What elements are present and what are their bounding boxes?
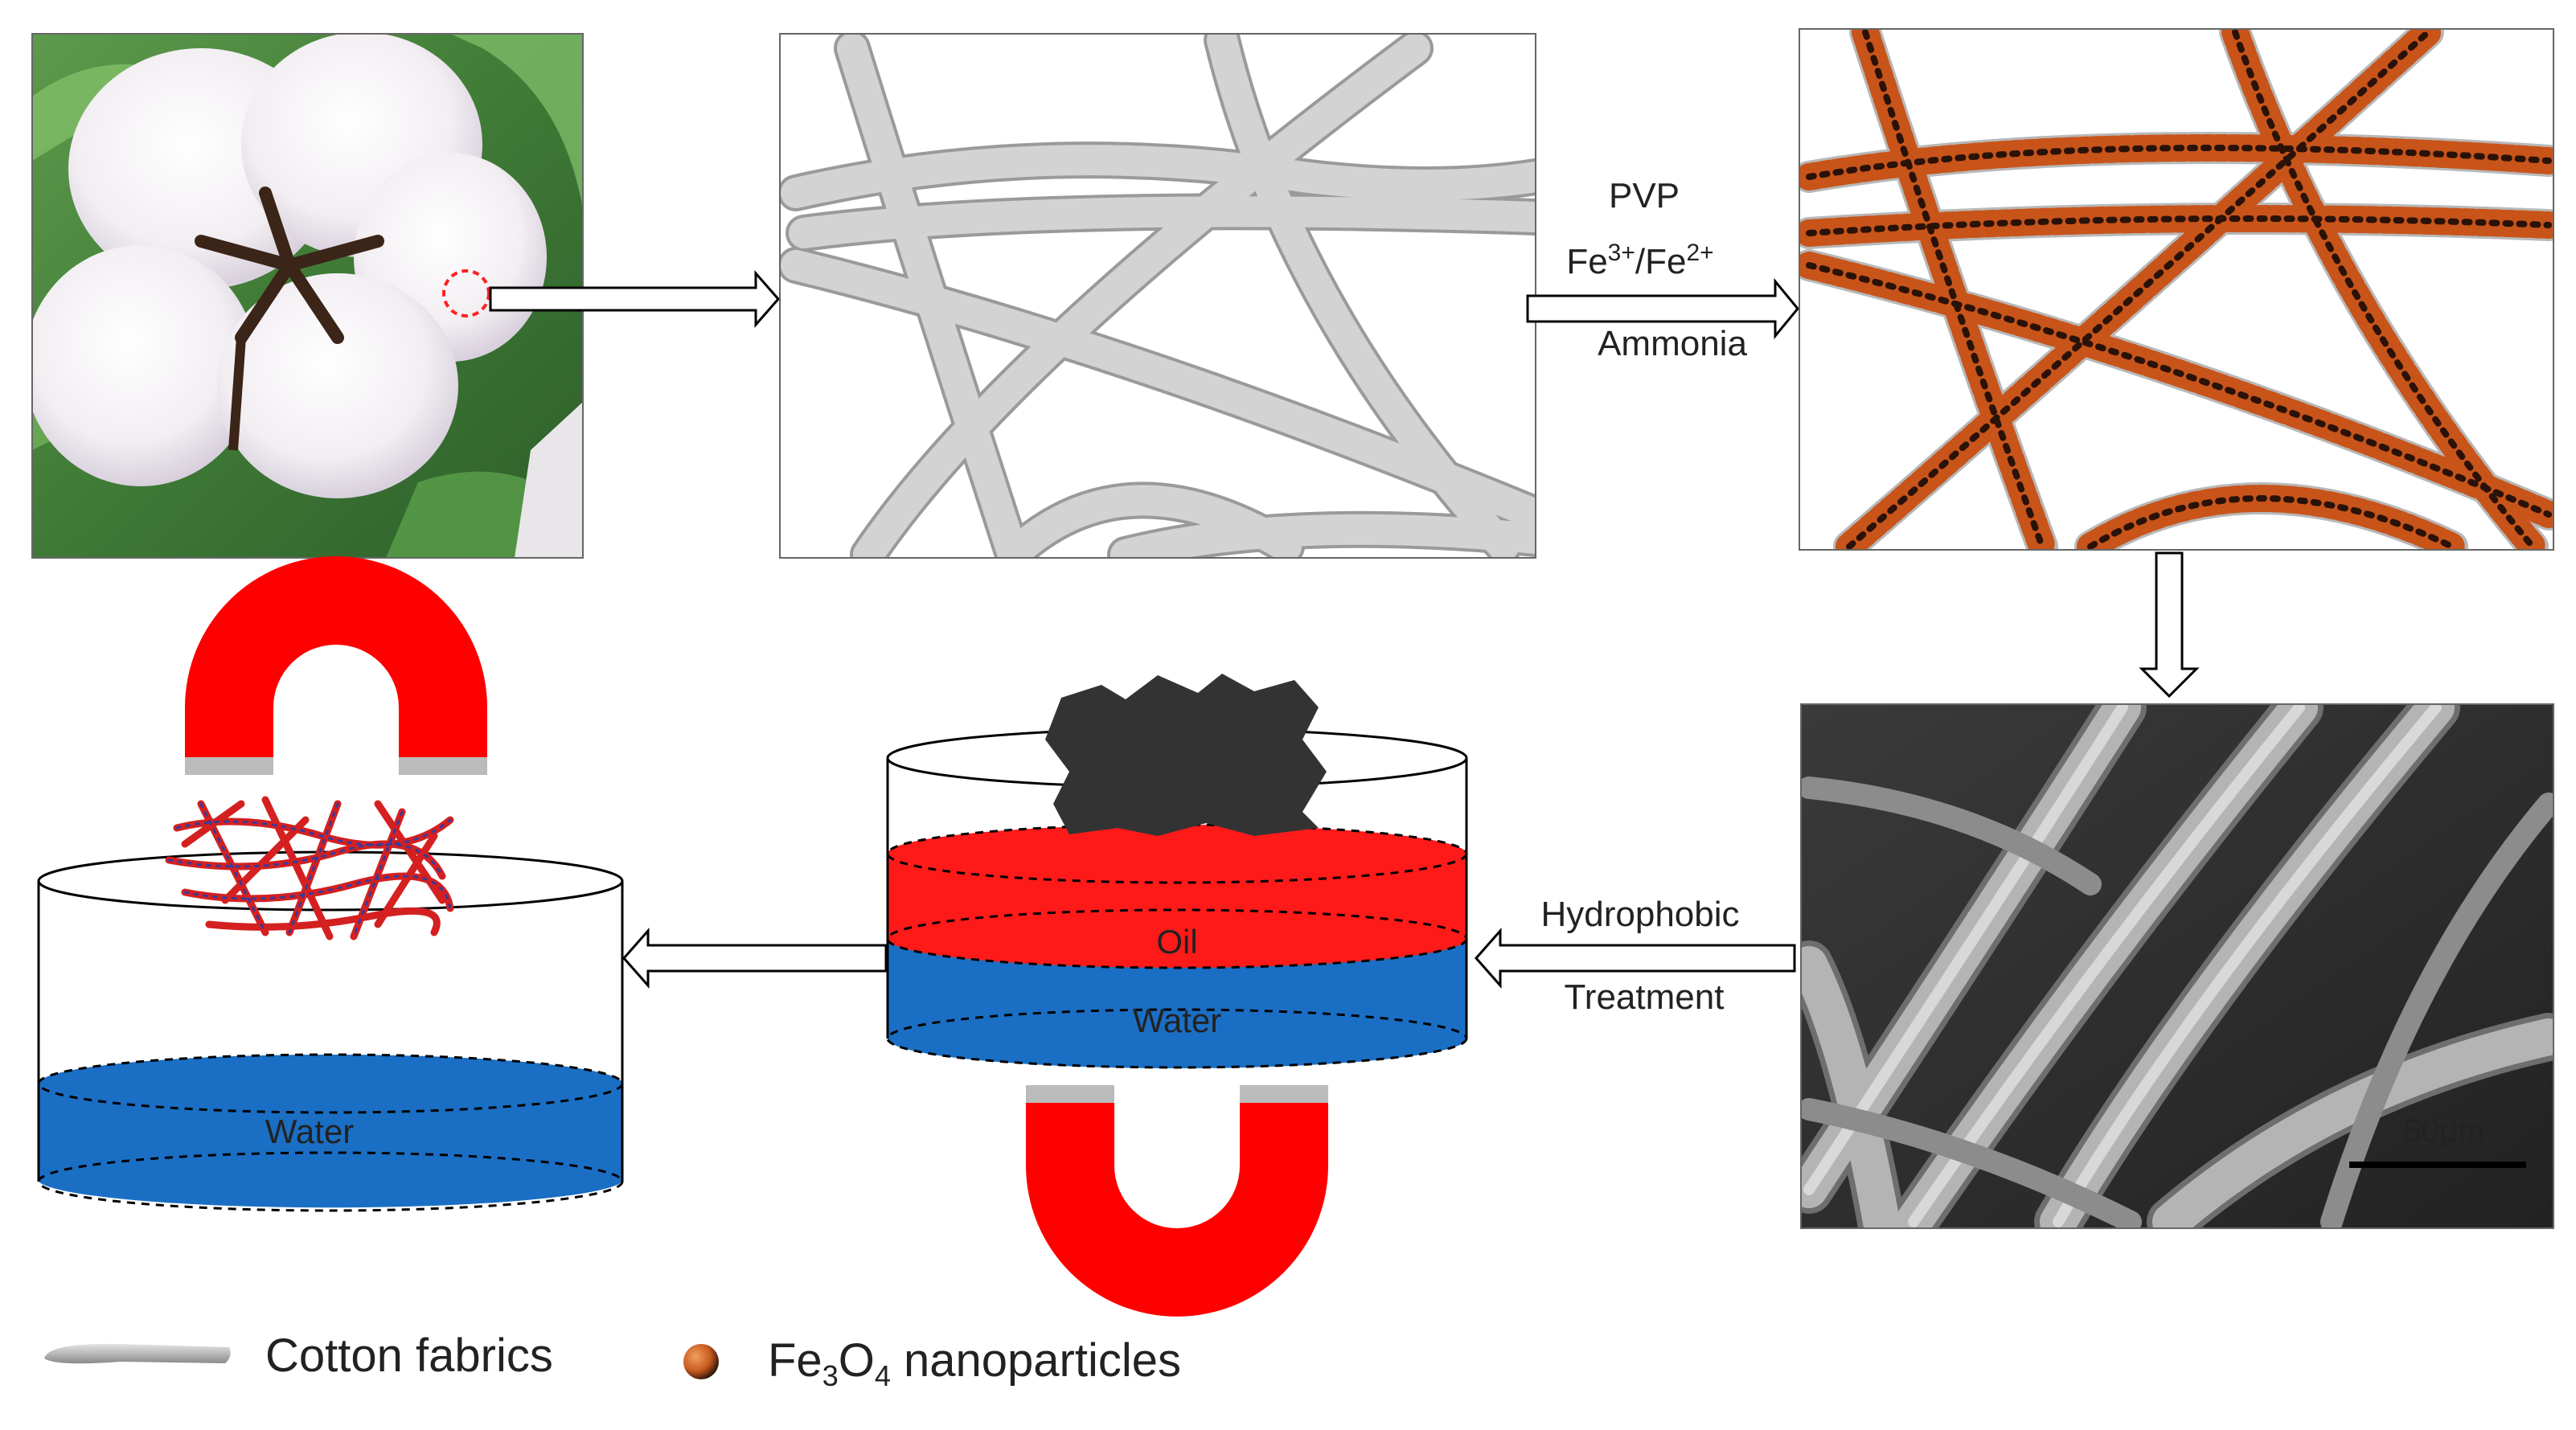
- coated-fibers-panel: [1799, 28, 2554, 551]
- sem-image-panel: 50μm: [1800, 703, 2554, 1229]
- water-label-left: Water: [265, 1112, 354, 1150]
- lifted-fabric: [165, 796, 454, 940]
- magnet-top: [185, 556, 487, 775]
- nanoparticle-legend-swatch: [683, 1344, 719, 1379]
- reagent-labels: PVP Fe3+/Fe2+ Ammonia: [1566, 176, 1747, 363]
- scale-bar-label: 50μm: [2404, 1113, 2485, 1149]
- arrow-fibers-to-coated: [1526, 277, 1799, 340]
- arrow-sem-to-beaker: [1474, 928, 1796, 989]
- magnet-bottom: [1026, 1085, 1328, 1317]
- arrow-photo-to-fibers: [489, 270, 780, 328]
- arrow-beaker-to-beaker: [621, 928, 888, 989]
- arrow-coated-to-sem: [2139, 551, 2200, 699]
- oil-label: Oil: [1156, 923, 1197, 961]
- beaker-water-only: Water: [37, 796, 624, 1212]
- reagent-pvp: PVP: [1609, 176, 1680, 215]
- water-label-middle: Water: [1133, 1002, 1221, 1039]
- treatment-line1: Hydrophobic: [1540, 895, 1739, 934]
- hydrophobic-fabric: [1045, 674, 1327, 836]
- reagent-iron-ions: Fe3+/Fe2+: [1566, 240, 1713, 281]
- cotton-fiber-legend-swatch: [44, 1343, 231, 1364]
- treatment-line2: Treatment: [1565, 977, 1725, 1017]
- beaker-oil-water: Oil Water: [886, 674, 1468, 1069]
- legend-fe3o4-label: Fe3O4 nanoparticles: [768, 1334, 1181, 1392]
- legend-cotton-label: Cotton fabrics: [265, 1330, 553, 1382]
- cotton-fibers-panel: [779, 33, 1536, 559]
- reagent-ammonia: Ammonia: [1598, 324, 1747, 363]
- treatment-labels: Hydrophobic Treatment: [1540, 895, 1739, 1017]
- legend: Cotton fabrics Fe3O4 nanoparticles: [44, 1330, 1181, 1392]
